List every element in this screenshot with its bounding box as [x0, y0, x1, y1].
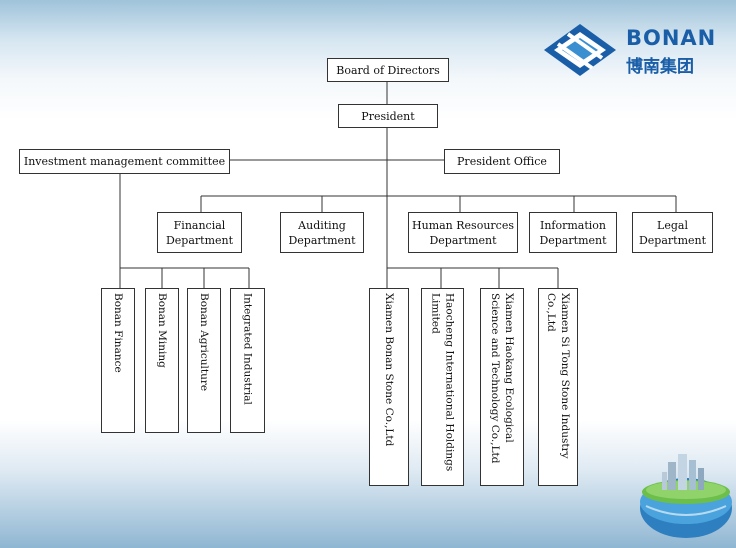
president-box: President: [338, 104, 438, 128]
investment-unit-box: Bonan Mining: [145, 288, 179, 433]
company-box: Xiamen Bonan Stone Co.,Ltd: [369, 288, 409, 486]
company-box: Xiamen Si Tong Stone Industry Co.,Ltd: [538, 288, 578, 486]
president-office-box: President Office: [444, 149, 560, 174]
globe-city-icon: [640, 454, 732, 538]
company-box: Xiamen Haokang Ecological Science and Te…: [480, 288, 524, 486]
board-of-directors-box: Board of Directors: [327, 58, 449, 82]
president-label: President: [361, 109, 415, 123]
investment-unit-box: Bonan Finance: [101, 288, 135, 433]
brand-name-en: BONAN: [626, 26, 717, 50]
bonan-logo: BONAN 博南集团: [540, 22, 730, 78]
investment-unit-box: Integrated Industrial: [230, 288, 265, 433]
investment-committee-box: Investment management committee: [19, 149, 230, 174]
company-box: Haocheng International Holdings Limited: [421, 288, 464, 486]
investment-unit-box: Bonan Agriculture: [187, 288, 221, 433]
office-label: President Office: [457, 155, 547, 168]
bonan-diamond-icon: [544, 24, 616, 76]
brand-name-cn: 博南集团: [626, 57, 694, 77]
committee-label: Investment management committee: [23, 155, 226, 168]
board-label: Board of Directors: [336, 63, 440, 77]
